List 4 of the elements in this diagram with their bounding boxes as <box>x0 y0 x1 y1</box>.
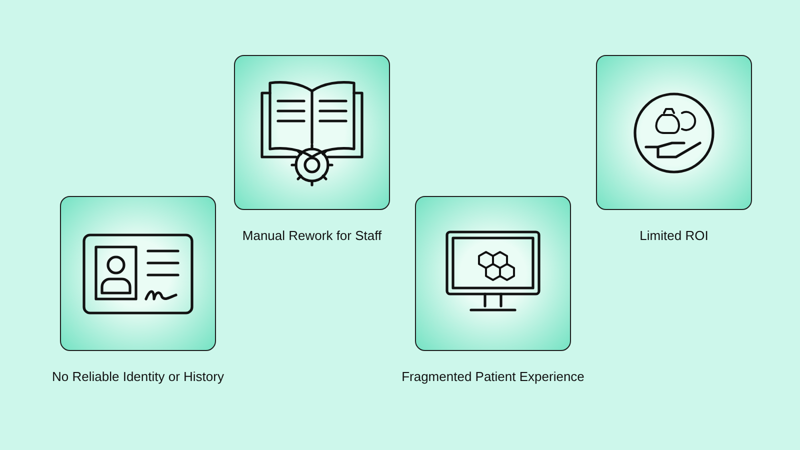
card-caption: Manual Rework for Staff <box>241 227 383 244</box>
card-caption: No Reliable Identity or History <box>51 368 225 385</box>
card-caption: Limited ROI <box>638 227 710 244</box>
card-caption: Fragmented Patient Experience <box>400 368 586 385</box>
